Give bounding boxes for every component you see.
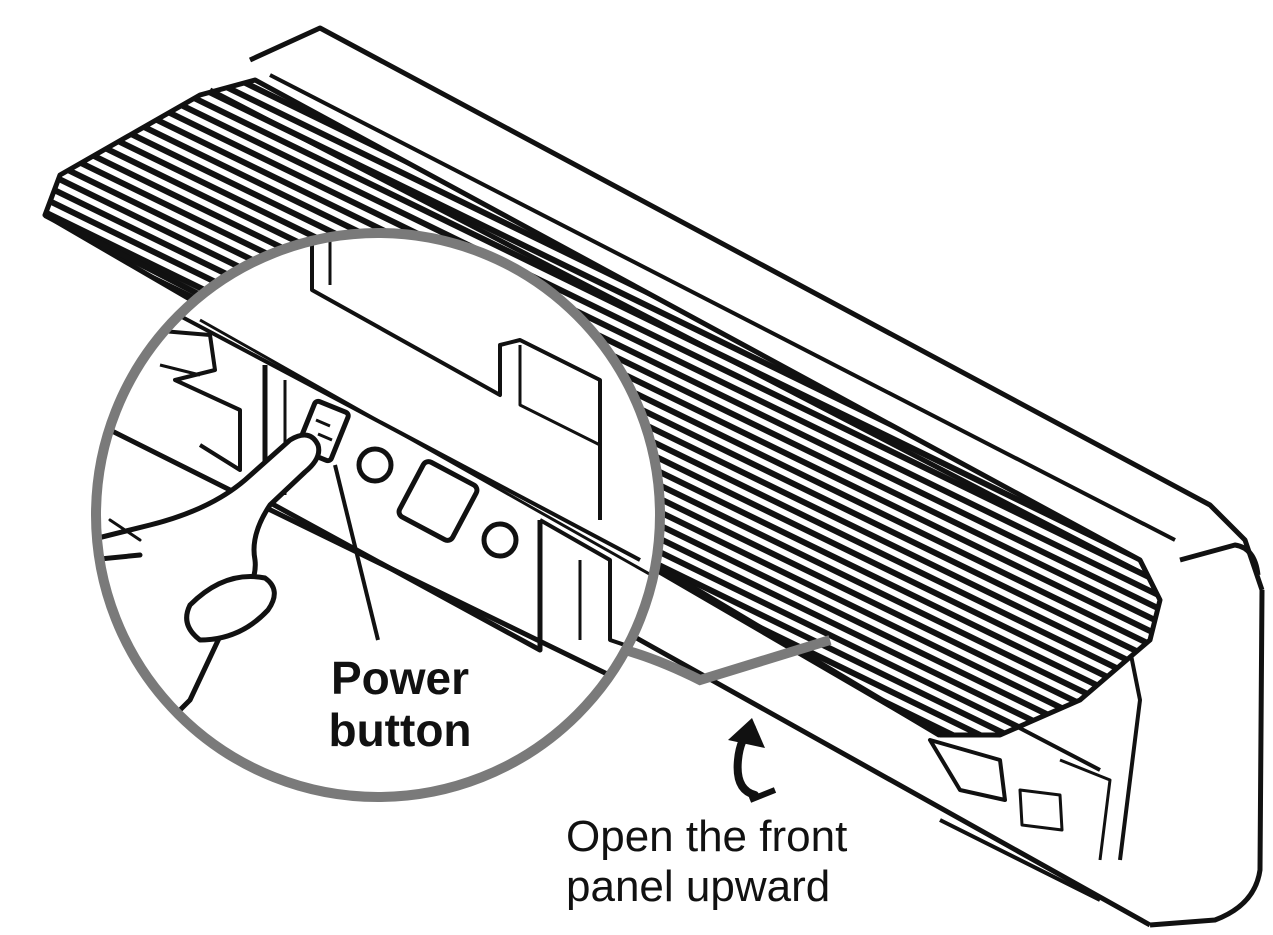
magnified-view	[96, 233, 660, 797]
magnifier-ring	[91, 228, 665, 802]
open-label-line2: panel upward	[566, 862, 831, 911]
curved-arrow-up-icon	[728, 718, 777, 803]
round-button-left-icon	[356, 446, 394, 484]
display-window-icon	[396, 459, 480, 543]
power-label-line2: button	[328, 704, 472, 756]
control-buttons	[356, 446, 519, 559]
power-label-line1: Power	[330, 652, 470, 704]
pointing-hand-icon	[96, 432, 322, 723]
power-button-leader-line	[333, 464, 380, 641]
power-button-label: Power button	[300, 652, 500, 756]
open-panel-label: Open the front panel upward	[566, 812, 847, 912]
round-button-right-icon	[481, 521, 519, 559]
open-label-line1: Open the front	[566, 812, 848, 861]
magnifier-tail	[623, 635, 832, 686]
